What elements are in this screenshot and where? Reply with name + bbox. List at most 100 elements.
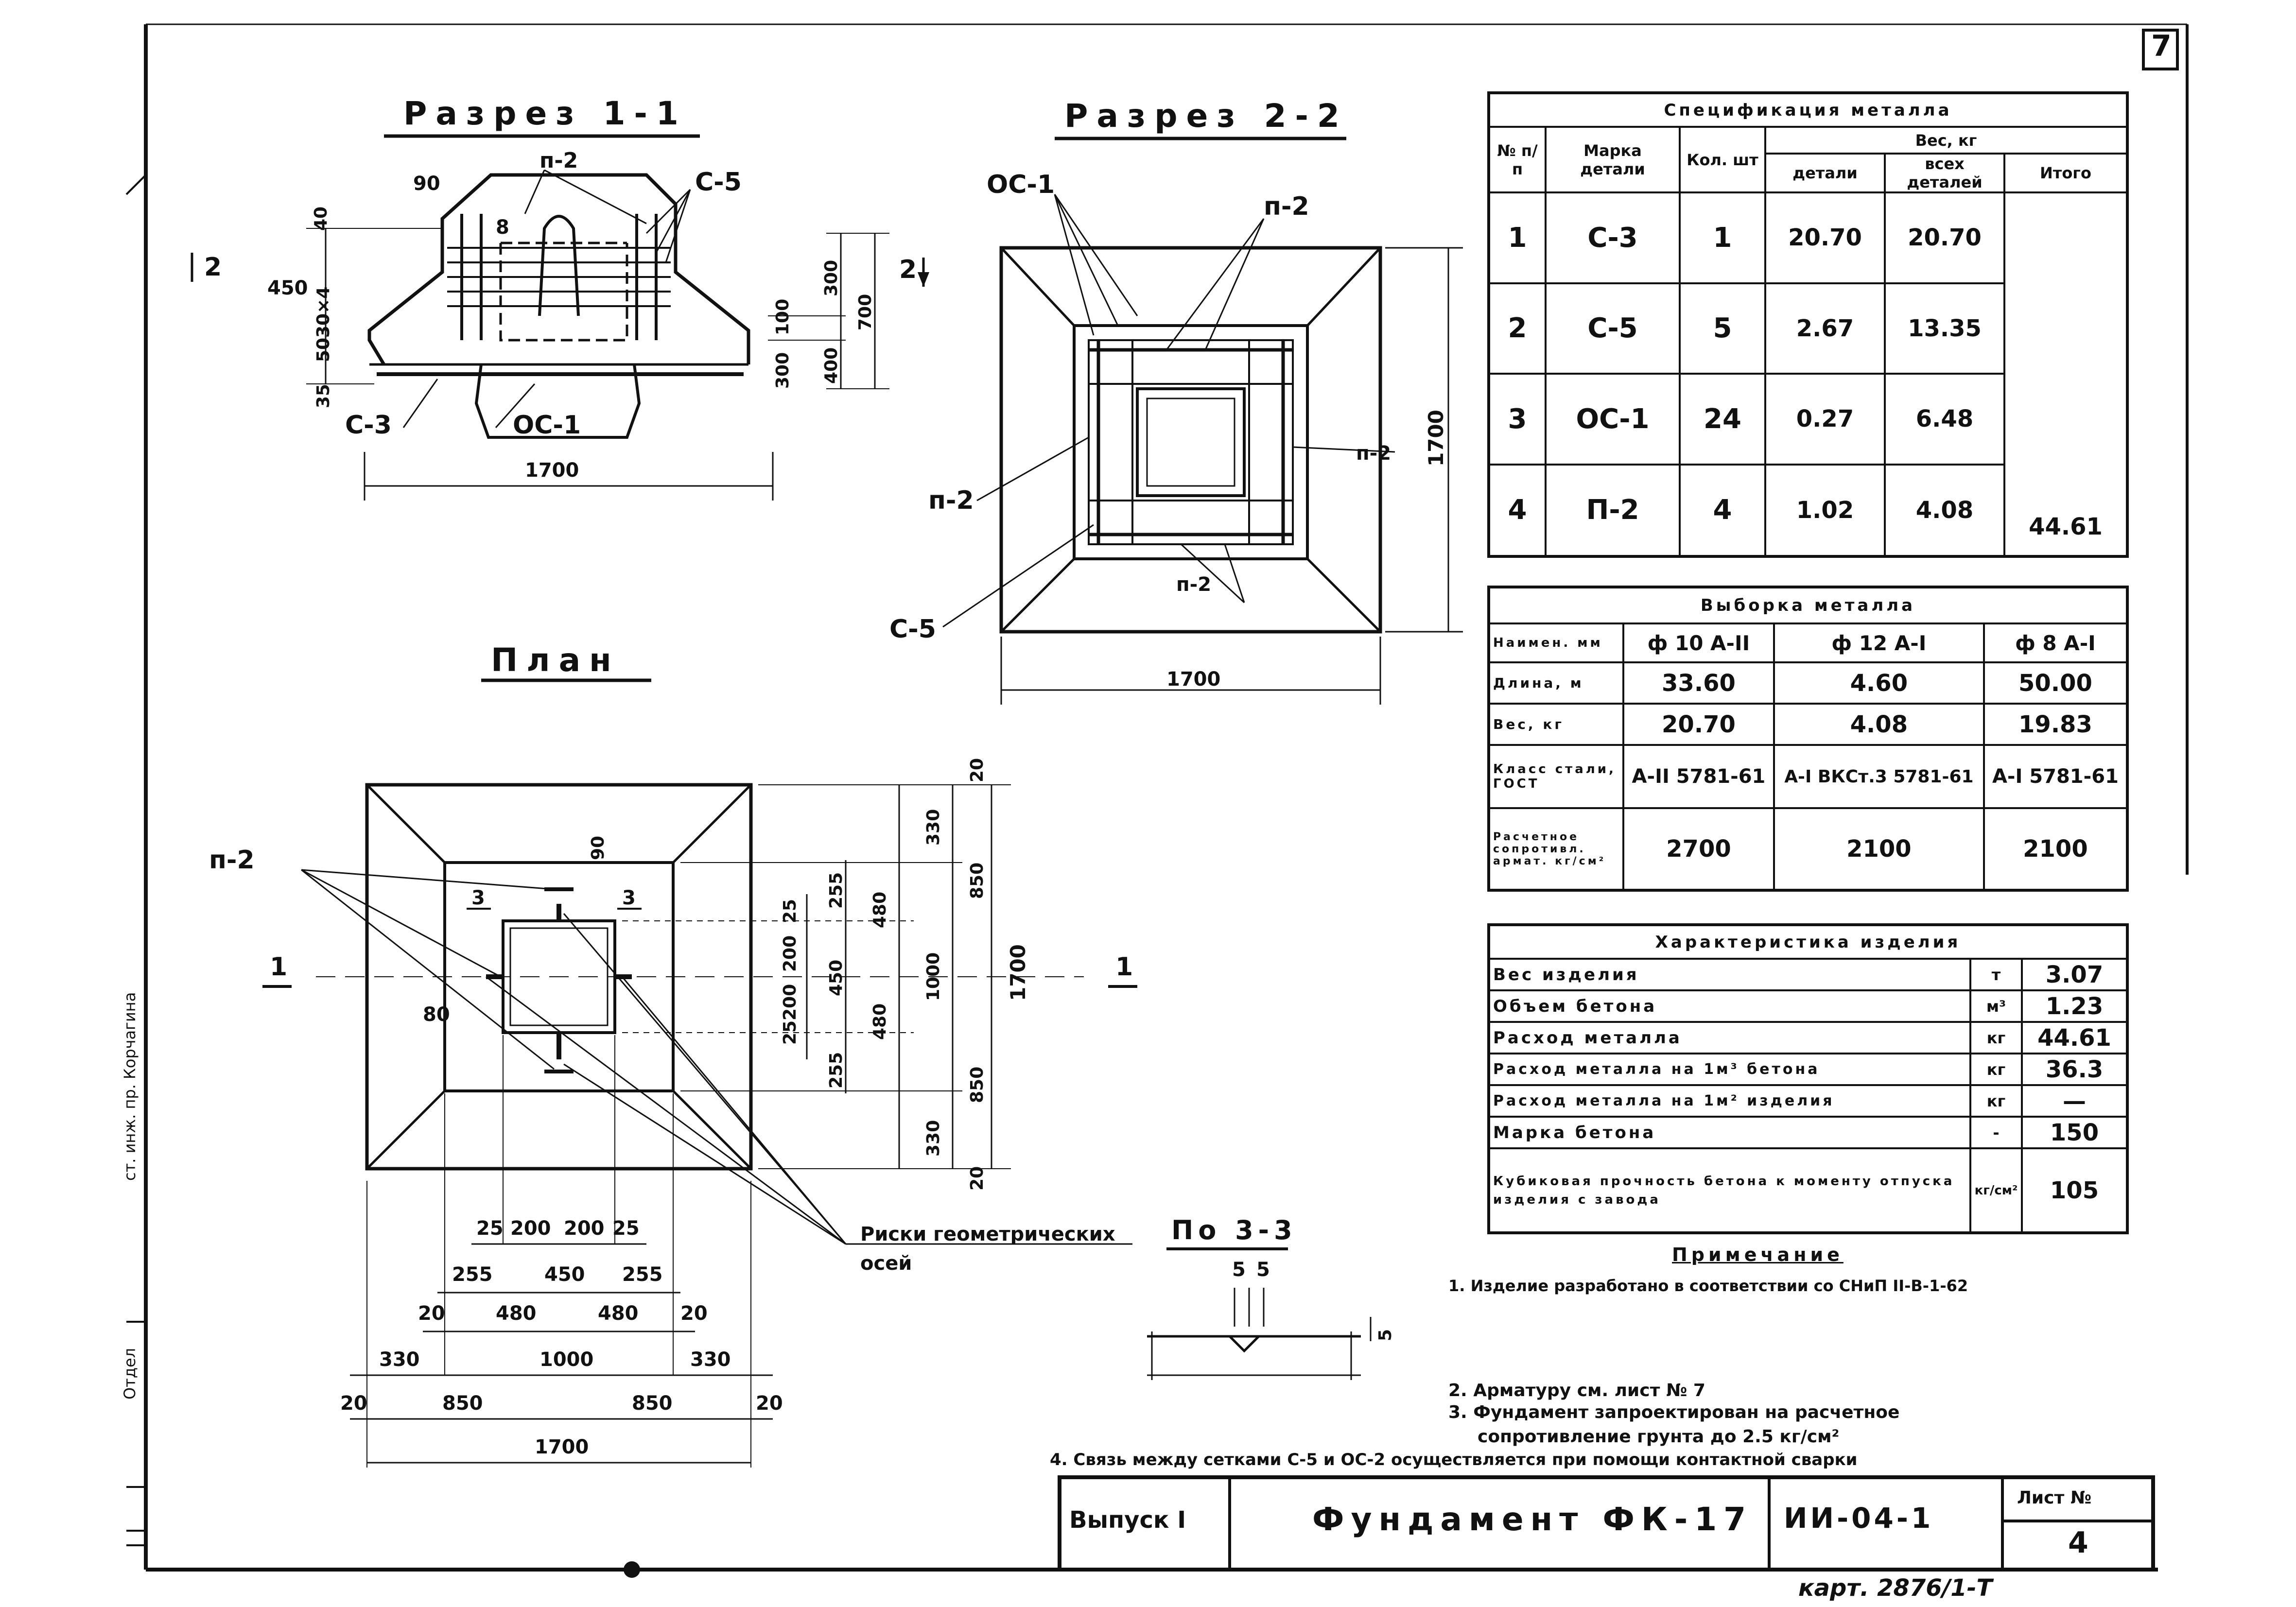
sample-rowlbl-0: Наимен. мм — [1488, 622, 1624, 663]
plan-dim-r-255a: 255 — [826, 872, 846, 909]
ref-c3-s1: С-3 — [345, 411, 392, 440]
sample-r-2: 2100 — [1983, 807, 2129, 891]
char-r1-value: 3.07 — [2021, 958, 2128, 991]
char-r5-label: Расход металла на 1м² изделия — [1488, 1084, 1971, 1118]
char-r2-value: 1.23 — [2021, 989, 2128, 1023]
plan-dim-b5-20b: 20 — [756, 1392, 783, 1415]
title-sheet-number: 4 — [2068, 1526, 2088, 1560]
sample-len-2: 50.00 — [1983, 661, 2129, 705]
ref-oc1-s2: ОС-1 — [987, 170, 1055, 199]
cut-1-left: 1 — [270, 952, 288, 982]
plan-dim-r-1000: 1000 — [923, 952, 943, 1001]
char-r4-label: Расход металла на 1м³ бетона — [1488, 1053, 1971, 1086]
spec-total: 44.61 — [2003, 191, 2128, 557]
spec-r4-mark: П-2 — [1545, 463, 1681, 558]
spec-title: Спецификация металла — [1488, 92, 2128, 128]
dim-90: 90 — [413, 173, 440, 195]
footer-stamp: карт. 2876/1-Т — [1798, 1574, 1993, 1602]
sample-steel-1: А-I ВКСт.3 5781-61 — [1773, 744, 1985, 809]
sample-steel-0: А-II 5781-61 — [1622, 744, 1775, 809]
spec-col-qty: Кол. шт — [1679, 126, 1766, 193]
dim-90-plan: 90 — [588, 835, 608, 860]
plan-dim-r-480b: 480 — [870, 1003, 890, 1040]
dim-1700-s1: 1700 — [525, 459, 579, 482]
spec-r4-w2: 4.08 — [1884, 463, 2005, 558]
section-2-2-drawing — [942, 137, 1463, 705]
char-table: Характеристика изделия Вес изделия т 3.0… — [1487, 923, 2129, 1234]
sample-w-2: 19.83 — [1983, 703, 2129, 746]
spec-table: Спецификация металла № п/п Марка детали … — [1487, 91, 2129, 558]
spec-col-n: № п/п — [1488, 126, 1547, 193]
spec-r3-mark: ОС-1 — [1545, 373, 1681, 466]
sample-len-1: 4.60 — [1773, 661, 1985, 705]
ref-p2-plan: п-2 — [209, 846, 255, 875]
sample-len-0: 33.60 — [1622, 661, 1775, 705]
spec-r1-w1: 20.70 — [1764, 191, 1886, 284]
plan-dim-r-450: 450 — [826, 959, 846, 996]
notes-heading: Примечание — [1672, 1244, 1844, 1265]
ref-c5-s1: С-5 — [695, 168, 742, 197]
plan-dim-b5-850b: 850 — [632, 1392, 673, 1415]
sample-rowlbl-3: Класс стали, ГОСТ — [1488, 744, 1624, 809]
dim-700: 700 — [855, 294, 875, 330]
view-dim-5c: 5 — [1375, 1329, 1395, 1341]
dim-80-plan: 80 — [423, 1003, 450, 1026]
sample-w-1: 4.08 — [1773, 703, 1985, 746]
note-2: 2. Арматуру см. лист № 7 — [1448, 1381, 1705, 1400]
plan-dim-b3-20b: 20 — [680, 1302, 708, 1325]
plan-dim-b5-20a: 20 — [340, 1392, 367, 1415]
char-r7-label: Кубиковая прочность бетона к моменту отп… — [1488, 1147, 1971, 1234]
plan-dim-b4-1000: 1000 — [539, 1348, 594, 1371]
char-r6-value: 150 — [2021, 1116, 2128, 1149]
char-r3-label: Расход металла — [1488, 1021, 1971, 1054]
char-r5-unit: кг — [1969, 1084, 2023, 1118]
plan-dim-b1-25b: 25 — [612, 1217, 640, 1240]
spec-total-value: 44.61 — [2029, 513, 2103, 540]
spec-r3-qty: 24 — [1679, 373, 1766, 466]
dim-300: 300 — [821, 259, 841, 296]
char-r1-unit: т — [1969, 958, 2023, 991]
sample-w-0: 20.70 — [1622, 703, 1775, 746]
char-r1-label: Вес изделия — [1488, 958, 1971, 991]
char-r4-value: 36.3 — [2021, 1053, 2128, 1086]
plan-dim-b1-25a: 25 — [476, 1217, 504, 1240]
cut-marker-2-left: 2 — [204, 253, 222, 282]
plan-dim-b3-480a: 480 — [496, 1302, 537, 1325]
spec-r1-qty: 1 — [1679, 191, 1766, 284]
dim-400: 400 — [821, 347, 841, 384]
char-r7-unit: кг/см² — [1969, 1147, 2023, 1234]
plan-dim-r-200a: 200 — [780, 935, 800, 972]
plan-dim-b4-330b: 330 — [690, 1348, 731, 1371]
spec-r3-n: 3 — [1488, 373, 1547, 466]
margin-dept: Отдел — [121, 1348, 139, 1400]
spec-r4-n: 4 — [1488, 463, 1547, 558]
spec-r4-qty: 4 — [1679, 463, 1766, 558]
spec-col-mark: Марка детали — [1545, 126, 1681, 193]
plan-dim-b5-850a: 850 — [442, 1392, 483, 1415]
plan-dim-r-330b: 330 — [923, 1120, 943, 1157]
plan-dim-b4-330a: 330 — [379, 1348, 420, 1371]
sample-col-1: ф 12 А-I — [1773, 622, 1985, 663]
plan-dim-b2-450: 450 — [544, 1263, 585, 1286]
char-r6-unit: - — [1969, 1116, 2023, 1149]
section-2-2-title: Разрез 2-2 — [1064, 97, 1348, 135]
plan-dim-r-200b: 200 — [780, 984, 800, 1020]
sample-rowlbl-4: Расчетное сопротивл. армат. кг/см² — [1488, 807, 1624, 891]
spec-r1-mark: С-3 — [1545, 191, 1681, 284]
view-3-3-drawing — [1147, 1247, 1372, 1380]
char-r6-label: Марка бетона — [1488, 1116, 1971, 1149]
section-1-1-drawing — [191, 134, 929, 501]
ref-c5-s2: С-5 — [889, 615, 936, 644]
plan-dim-b3-480b: 480 — [598, 1302, 639, 1325]
char-r3-value: 44.61 — [2021, 1021, 2128, 1054]
axes-note: Риски геометрических осей — [860, 1223, 1115, 1275]
char-r2-unit: м³ — [1969, 989, 2023, 1023]
dim-40: 40 — [311, 206, 331, 231]
ref-p2-top-s2: п-2 — [1264, 192, 1309, 221]
spec-r3-w2: 6.48 — [1884, 373, 2005, 466]
plan-dim-r-20a: 20 — [967, 758, 987, 782]
spec-r2-w2: 13.35 — [1884, 282, 2005, 375]
plan-dim-r-850a: 850 — [967, 862, 987, 899]
char-r7-value: 105 — [2021, 1147, 2128, 1234]
sample-table: Выборка металла Наимен. мм ф 10 А-II ф 1… — [1487, 586, 2129, 892]
